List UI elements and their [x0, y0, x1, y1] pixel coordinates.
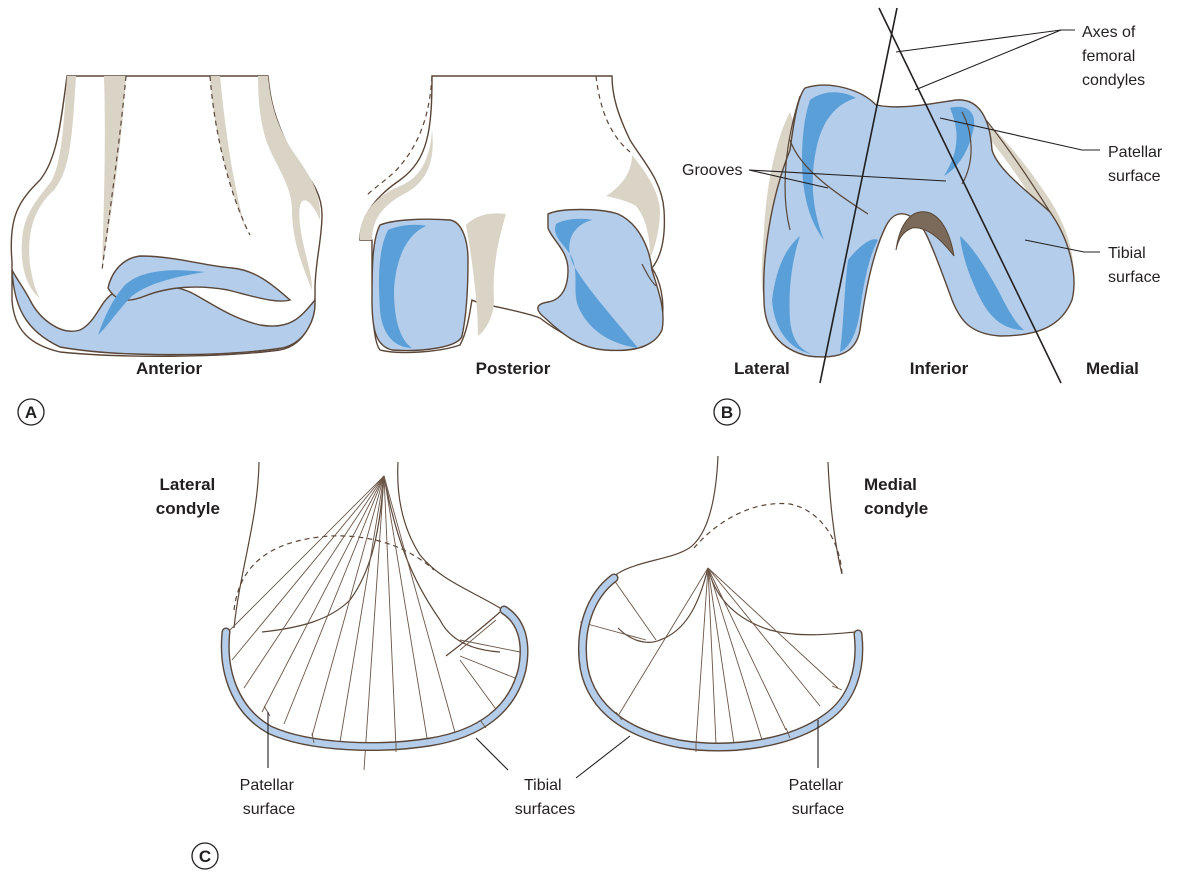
view-label-inferior: Inferior	[910, 359, 969, 378]
label-lateral-condyle: Lateral condyle	[156, 475, 220, 518]
label-medial-condyle: Medial condyle	[864, 475, 928, 518]
view-label-posterior: Posterior	[476, 359, 551, 378]
label-tibial-surfaces: Tibial surfaces	[515, 777, 575, 818]
svg-text:B: B	[721, 403, 733, 422]
label-grooves: Grooves	[682, 162, 742, 179]
label-patellar-surface-left: Patellar surface	[240, 777, 299, 818]
panel-letter-c: C	[192, 843, 218, 869]
panel-letter-b: B	[714, 399, 740, 425]
view-label-anterior: Anterior	[136, 359, 203, 378]
view-label-lateral: Lateral	[734, 359, 790, 378]
label-patellar-surface-right: Patellar surface	[789, 777, 848, 818]
label-axes-femoral-condyles: Axes of femoral condyles	[1082, 24, 1145, 89]
view-label-medial: Medial	[1086, 359, 1139, 378]
svg-text:C: C	[199, 847, 211, 866]
svg-text:A: A	[25, 403, 37, 422]
medial-condyle-sagittal: Medial condyle	[576, 456, 928, 778]
lateral-condyle-sagittal: Lateral condyle	[156, 462, 524, 770]
label-patellar-surface-b: Patellar surface	[1108, 144, 1167, 185]
posterior-femur-view: Posterior	[360, 76, 665, 378]
panel-letter-a: A	[18, 399, 44, 425]
anterior-femur-view: Anterior	[11, 76, 322, 378]
inferior-femur-view: Grooves Axes of femoral condyles Patella…	[682, 8, 1167, 383]
label-tibial-surface-b: Tibial surface	[1108, 245, 1161, 286]
